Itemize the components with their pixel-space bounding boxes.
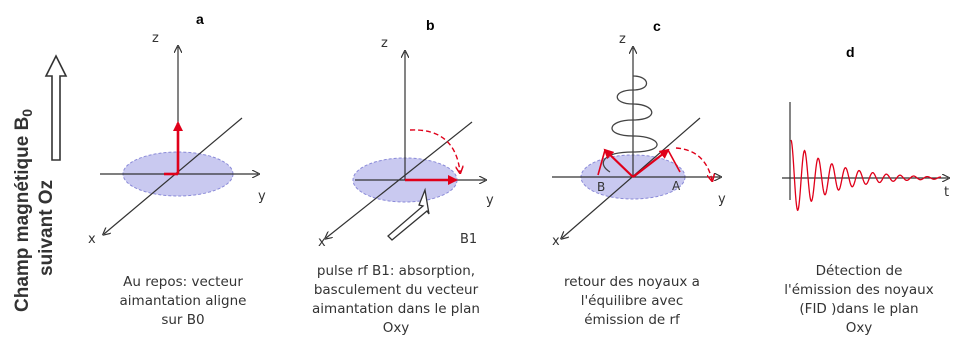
relaxation-a bbox=[667, 149, 681, 173]
panel-a-diagram bbox=[100, 47, 258, 234]
caption-b-line3: aimantation dans le plan bbox=[312, 301, 480, 317]
caption-b-line2: basculement du vecteur bbox=[313, 282, 479, 298]
caption-b: pulse rf B1: absorption, basculement du … bbox=[296, 262, 496, 338]
panel-c-diagram bbox=[552, 48, 720, 238]
caption-d-line1: Détection de bbox=[815, 263, 903, 279]
relaxation-b bbox=[597, 149, 606, 176]
z-label-b: z bbox=[381, 36, 388, 51]
caption-d-line3: (FID )dans le plan bbox=[799, 301, 919, 317]
caption-c-line2: l'équilibre avec bbox=[580, 293, 684, 309]
vector-to-a bbox=[632, 148, 670, 178]
caption-c-line1: retour des noyaux a bbox=[564, 274, 700, 290]
fid-signal bbox=[790, 139, 941, 212]
caption-b-line4: Oxy bbox=[382, 320, 410, 336]
caption-d: Détection de l'émission des noyaux (FID … bbox=[770, 262, 948, 338]
caption-a-line3: sur B0 bbox=[161, 312, 205, 328]
return-arc bbox=[675, 147, 712, 180]
x-label-c: x bbox=[552, 234, 560, 249]
z-label-a: z bbox=[152, 31, 159, 46]
b1-label: B1 bbox=[460, 232, 477, 247]
panel-c-letter: c bbox=[653, 18, 661, 34]
vector-to-b bbox=[603, 148, 634, 178]
caption-c-line3: émission de rf bbox=[584, 312, 680, 328]
field-label: Champ magnétique B0 suivant Oz bbox=[12, 54, 68, 312]
caption-d-line4: Oxy bbox=[845, 320, 873, 336]
z-label-c: z bbox=[619, 32, 626, 47]
y-label-a: y bbox=[258, 189, 266, 204]
point-b-label: B bbox=[597, 180, 605, 194]
caption-a: Au repos: vecteur aimantation aligne sur… bbox=[98, 273, 268, 330]
field-label-line1: Champ magnétique B0 bbox=[12, 109, 35, 312]
y-label-c: y bbox=[718, 192, 726, 207]
panel-b-diagram bbox=[326, 52, 485, 241]
precession-spiral bbox=[602, 75, 658, 173]
point-a-label: A bbox=[672, 179, 681, 193]
caption-a-line1: Au repos: vecteur bbox=[123, 274, 243, 290]
panel-a-letter: a bbox=[196, 11, 204, 27]
x-axis bbox=[562, 117, 701, 238]
caption-c: retour des noyaux a l'équilibre avec émi… bbox=[548, 273, 716, 330]
field-label-line2: suivant Oz bbox=[36, 180, 57, 276]
tilt-arc bbox=[409, 129, 460, 172]
t-label-d: t bbox=[944, 185, 949, 200]
x-label-b: x bbox=[318, 235, 326, 250]
b1-hollow-arrow bbox=[387, 187, 430, 241]
field-direction-arrow bbox=[44, 54, 68, 161]
x-axis bbox=[104, 117, 243, 234]
caption-d-line2: l'émission des noyaux bbox=[784, 282, 934, 298]
y-label-b: y bbox=[486, 193, 494, 208]
panel-d-letter: d bbox=[846, 44, 855, 60]
panel-d-diagram bbox=[782, 102, 948, 212]
caption-b-line1: pulse rf B1: absorption, bbox=[316, 263, 476, 279]
x-label-a: x bbox=[88, 232, 96, 247]
panel-b-letter: b bbox=[426, 17, 435, 33]
caption-a-line2: aimantation aligne bbox=[119, 293, 247, 309]
